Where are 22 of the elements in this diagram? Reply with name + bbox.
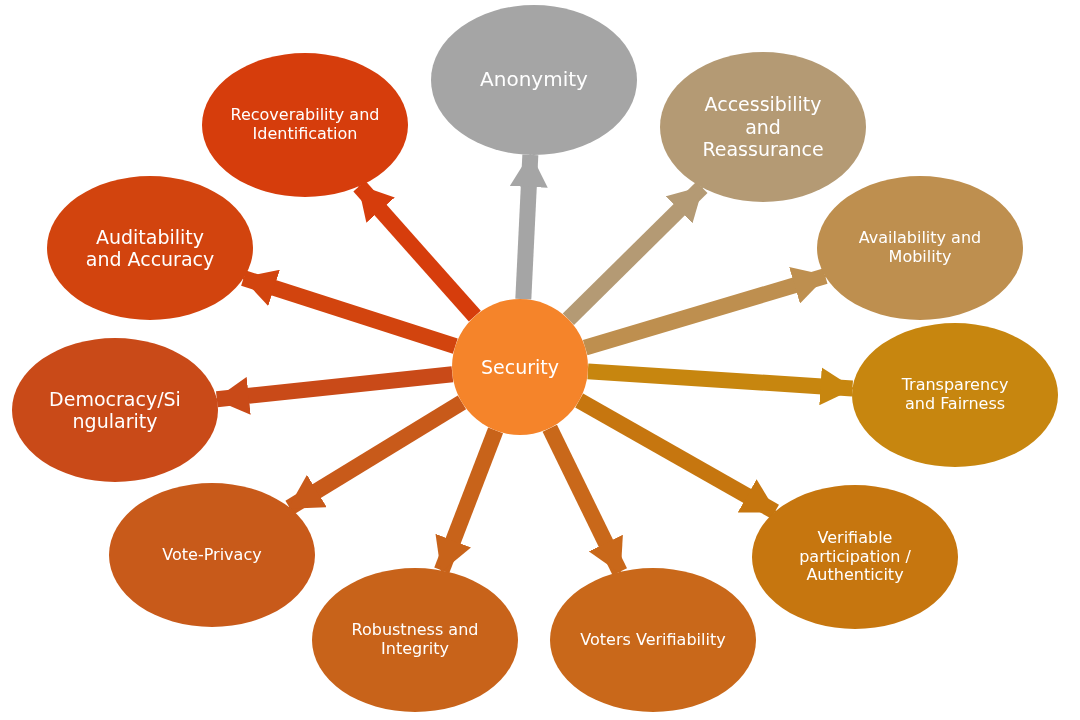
topic-label: Accessibility and Reassurance [701, 93, 825, 161]
topic-label: Democracy/Singularity [48, 387, 182, 433]
topic-label: Security [480, 355, 560, 379]
topic-label: Verifiable participation / Authenticity [798, 528, 912, 586]
arrow [587, 363, 855, 406]
topic-label: Robustness and Integrity [350, 621, 480, 659]
topic-label: Recoverability and Identification [230, 106, 380, 144]
arrow [214, 366, 454, 415]
arrow [285, 395, 467, 515]
topic-label: Availability and Mobility [857, 229, 983, 267]
topic-label: Auditability and Accuracy [84, 225, 216, 271]
arrow [562, 181, 708, 325]
topic-label: Voters Verifiability [579, 630, 727, 650]
topic-label: Anonymity [479, 68, 589, 92]
arrow [542, 424, 627, 576]
topic-label: Transparency and Fairness [900, 376, 1010, 414]
arrow [241, 269, 458, 354]
arrow [353, 180, 481, 322]
arrow [509, 152, 548, 300]
arrow [434, 427, 504, 574]
arrow [575, 393, 779, 519]
topic-label: Vote-Privacy [161, 545, 263, 565]
